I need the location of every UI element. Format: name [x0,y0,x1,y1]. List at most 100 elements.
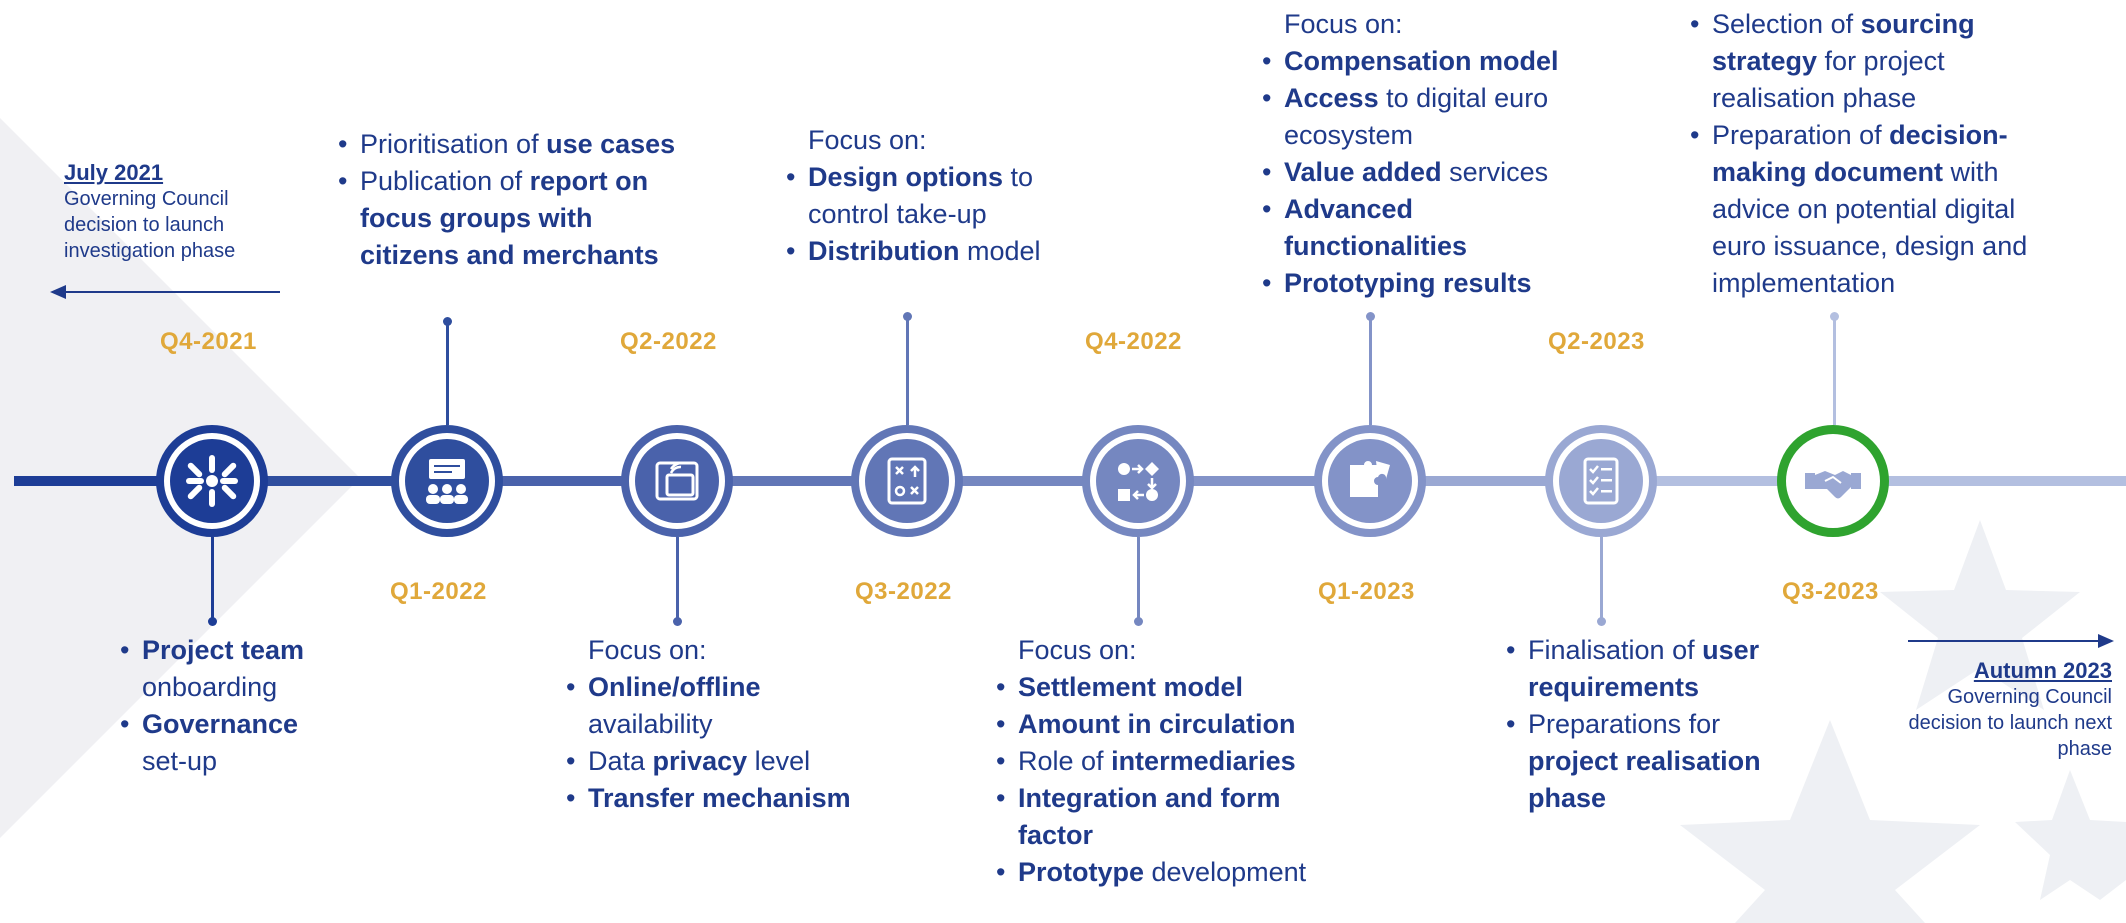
quarter-label: Q3-2022 [855,578,952,605]
bold-text: Prototype [1018,857,1145,887]
text-q4-2022: Focus on: Settlement model Amount in cir… [996,632,1376,891]
list-item: Access to digital euro ecosystem [1262,80,1642,154]
connector-dot [1366,312,1375,321]
milestone-q2-2022 [621,425,733,537]
text: Data [588,746,653,776]
connector-line [1600,537,1603,621]
text: onboarding [142,672,278,702]
connector-dot [1597,617,1606,626]
right-note: Autumn 2023 Governing Council decision t… [1820,658,2112,762]
background-stars [1680,520,2126,923]
bold-text: decision- [1889,120,2008,150]
bold-text: Prototyping results [1284,268,1532,298]
bold-text: requirements [1528,672,1700,702]
list-item: Prototype development [996,854,1376,891]
text: for project [1817,46,1945,76]
bold-text: Value added [1284,157,1442,187]
milestone-q3-2022 [851,425,963,537]
focus-intro: Focus on: [1018,635,1137,665]
focus-intro: Focus on: [808,125,927,155]
bold-text: Access [1284,83,1379,113]
axis-segment [1174,476,1404,486]
bold-text: sourcing [1860,9,1975,39]
connector-dot [1134,617,1143,626]
connector-line [1833,316,1836,425]
axis-segment [944,476,1174,486]
text: Selection of [1712,9,1861,39]
milestone-q1-2022 [391,425,503,537]
bold-text: citizens and merchants [360,240,659,270]
text: to [1003,162,1034,192]
quarter-label: Q4-2022 [1085,328,1182,355]
bold-text: Online/offline [588,672,761,702]
bold-text: Integration and form [1018,783,1281,813]
quarter-label: Q1-2022 [390,578,487,605]
connector-line [211,537,214,621]
focus-intro: Focus on: [1284,9,1403,39]
connector-dot [443,317,452,326]
connector-line [906,316,909,425]
list-item: Preparation of decision-making document … [1690,117,2090,302]
left-note-line: decision to launch [64,214,225,236]
milestone-q4-2021 [156,425,268,537]
text: Preparation of [1712,120,1890,150]
focus-intro: Focus on: [588,635,707,665]
axis-segment [714,476,944,486]
milestone-q2-2023 [1545,425,1657,537]
text: implementation [1712,268,1896,298]
bold-text: privacy [652,746,748,776]
text-q1-2022: Prioritisation of use cases Publication … [338,126,758,274]
list-item: Settlement model [996,669,1376,706]
text: Publication of [360,166,530,196]
text: availability [588,709,713,739]
list-item: Distribution model [786,233,1106,270]
bold-text: phase [1528,783,1607,813]
text-q1-2023: Focus on: Compensation model Access to d… [1262,6,1642,302]
right-arrow-head-icon [2098,634,2114,648]
connector-line [676,537,679,621]
bold-text: Amount in circulation [1018,709,1296,739]
list-item: Value added services [1262,154,1642,191]
text: Finalisation of [1528,635,1703,665]
quarter-label: Q2-2022 [620,328,717,355]
text: model [959,236,1041,266]
left-note: July 2021 Governing Council decision to … [64,160,304,264]
list-item: Prioritisation of use cases [338,126,758,163]
text: level [747,746,811,776]
text: Role of [1018,746,1112,776]
milestone-q3-2023 [1777,425,1889,537]
checklist-icon [1583,457,1619,505]
connector-dot [1830,312,1839,321]
bold-text: focus groups with [360,203,593,233]
connector-line [446,321,449,425]
list-item: Prototyping results [1262,265,1642,302]
connector-line [1137,537,1140,621]
team-hands-icon [186,455,238,507]
right-note-line: phase [2057,738,2113,760]
text: ecosystem [1284,120,1414,150]
bold-text: Design options [808,162,1003,192]
left-note-line: investigation phase [64,240,236,262]
connector-dot [903,312,912,321]
connector-dot [673,617,682,626]
list-item: Online/offline availability [566,669,906,743]
text: to digital euro [1378,83,1549,113]
bold-text: user [1702,635,1760,665]
quarter-label: Q1-2023 [1318,578,1415,605]
text: Preparations for [1528,709,1721,739]
left-note-title: July 2021 [64,160,164,185]
contactless-card-icon [655,461,699,501]
list-item: Amount in circulation [996,706,1376,743]
bold-text: use cases [546,129,676,159]
strategy-board-icon [887,457,927,505]
quarter-label: Q3-2023 [1782,578,1879,605]
